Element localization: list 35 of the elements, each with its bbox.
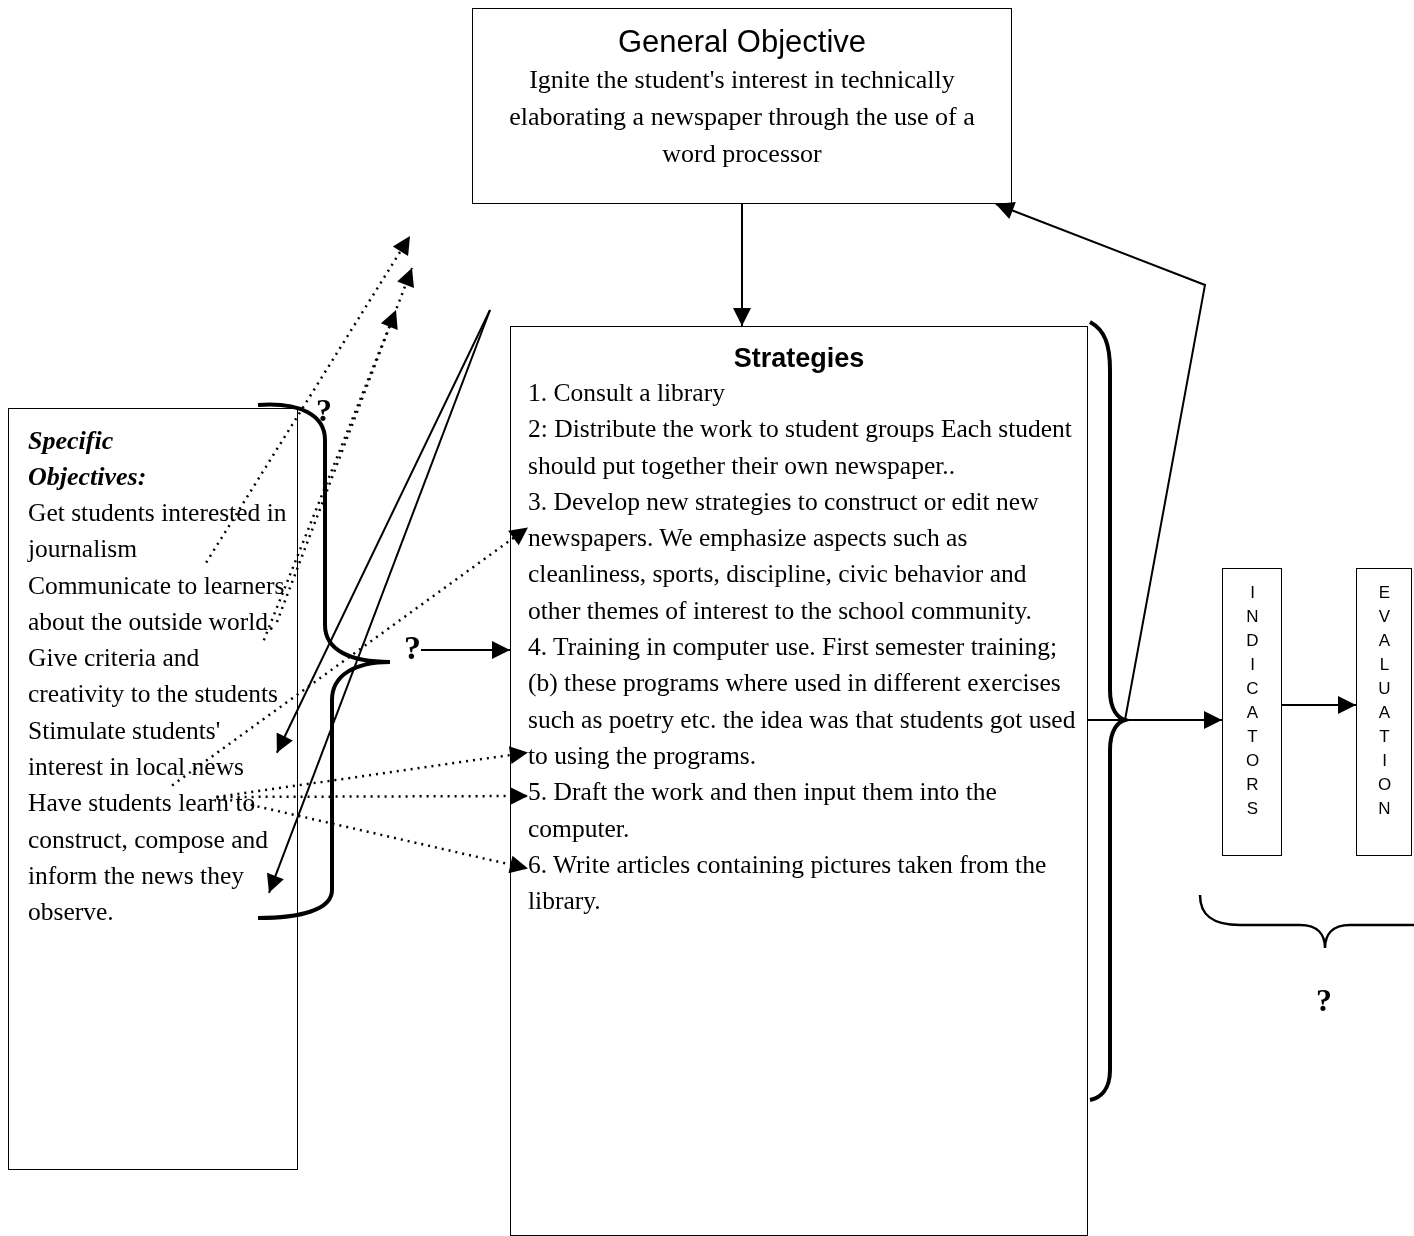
arrow — [420, 641, 511, 659]
vertical-label: EVALUATION — [1374, 583, 1394, 825]
box-text: Ignite the student's interest in technically elaborating a newspaper through the use of a word processor — [508, 64, 976, 170]
vertical-label: INDICATORS — [1242, 583, 1262, 825]
list-item: Have students learn to construct, compose and inform the news they observe. — [28, 785, 290, 931]
list-item: 4. Training in computer use. First semester training; (b) these programs where used in different exercises such as poetry etc. the idea was that students got used to using the programs. — [528, 629, 1076, 775]
arrow — [1281, 696, 1357, 714]
list-item: Get students interested in journalism — [28, 495, 290, 568]
arrow — [994, 202, 1207, 721]
dotted-arrow — [262, 309, 398, 641]
list-item: Stimulate students' interest in local news — [28, 712, 290, 786]
list-item: 6. Write articles containing pictures taken from the library. — [528, 846, 1076, 920]
dotted-arrow — [216, 795, 529, 874]
box-heading: Specific Objectives: — [28, 425, 148, 493]
dotted-arrow — [205, 235, 412, 564]
evaluation-box — [1356, 568, 1412, 856]
question-mark: ? — [404, 628, 421, 668]
list-item: 1. Consult a library — [528, 375, 1076, 412]
list-item: 3. Develop new strategies to construct or edit new newspapers. We emphasize aspects such as cleanliness, sports, discipline, civic behavior and other themes of interest to the school community. — [528, 483, 1076, 630]
box-heading: Strategies — [732, 342, 866, 375]
arrow — [266, 309, 491, 894]
list-item: Communicate to learners about the outside world. — [28, 567, 290, 641]
box-heading: General Objective — [616, 23, 868, 61]
dotted-arrow — [171, 526, 529, 787]
objectives-box — [8, 408, 298, 1170]
dotted-arrow — [275, 267, 414, 623]
objective-box — [472, 8, 1012, 204]
strategies-box — [510, 326, 1088, 1236]
indicators-box — [1222, 568, 1282, 856]
list-item: Give criteria and creativity to the students — [28, 640, 290, 713]
question-mark: ? — [1316, 982, 1332, 1019]
list-item: 5. Draft the work and then input them into the computer. — [528, 774, 1076, 847]
list-item: 2: Distribute the work to student groups Each student should put together their own newspaper.. — [528, 411, 1076, 484]
arrow — [733, 203, 751, 327]
question-mark: ? — [316, 392, 332, 429]
